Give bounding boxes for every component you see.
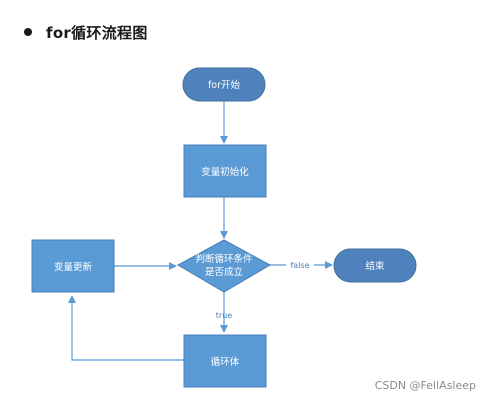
- heading: for循环流程图: [24, 20, 148, 44]
- node-update: [31, 239, 115, 293]
- node-update-label: 变量更新: [54, 261, 93, 273]
- edge-body-to-update: [68, 295, 184, 361]
- node-init-label: 变量初始化: [201, 166, 249, 178]
- watermark: CSDN @FellAsleep: [374, 379, 476, 392]
- node-condition-label-line2: 是否成立: [205, 266, 243, 278]
- node-end-label: 结束: [365, 260, 385, 272]
- node-condition-label-line1: 判断循环条件: [195, 253, 253, 265]
- node-start: [182, 67, 266, 102]
- node-body-label: 循环体: [211, 356, 240, 368]
- heading-title: for循环流程图: [46, 23, 148, 42]
- node-end: [333, 248, 417, 283]
- bullet-icon: [24, 28, 32, 36]
- edge-label-false: false: [290, 261, 309, 270]
- edge-label-true: true: [216, 311, 232, 320]
- node-body: [183, 334, 267, 388]
- node-condition: [176, 239, 272, 293]
- node-init: [183, 144, 267, 198]
- node-start-label: for开始: [208, 79, 241, 91]
